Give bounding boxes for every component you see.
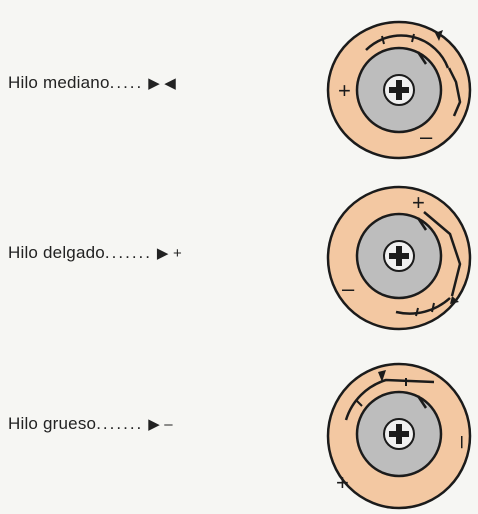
row-label-text: Hilo mediano — [8, 73, 110, 92]
dial-minus-label: – — [451, 436, 476, 449]
label-hilo-grueso: Hilo grueso....... ▶ – — [8, 414, 173, 434]
row-label-text: Hilo delgado — [8, 243, 105, 262]
leader-dots: ....... — [104, 243, 152, 262]
label-hilo-delgado: Hilo delgado....... ▶ + — [8, 243, 182, 263]
tension-symbol: ▶ + — [156, 245, 182, 262]
dial-plus-label: + — [336, 470, 349, 495]
row-label-text: Hilo grueso — [8, 414, 97, 433]
dial-minus-label: – — [342, 276, 355, 301]
leader-dots: ....... — [96, 414, 144, 433]
tension-dial-grueso: + – — [326, 360, 478, 514]
label-hilo-mediano: Hilo mediano..... ▶ ◀ — [8, 73, 176, 93]
tension-symbol: ▶ ◀ — [148, 75, 177, 92]
dial-minus-label: – — [420, 124, 433, 149]
tension-symbol: ▶ – — [148, 416, 173, 433]
dial-plus-label: + — [412, 190, 425, 215]
leader-dots: ..... — [109, 73, 144, 92]
tension-dial-delgado: + – — [326, 184, 478, 338]
tension-dial-mediano: + – — [326, 20, 478, 174]
dial-plus-label: + — [338, 78, 351, 103]
